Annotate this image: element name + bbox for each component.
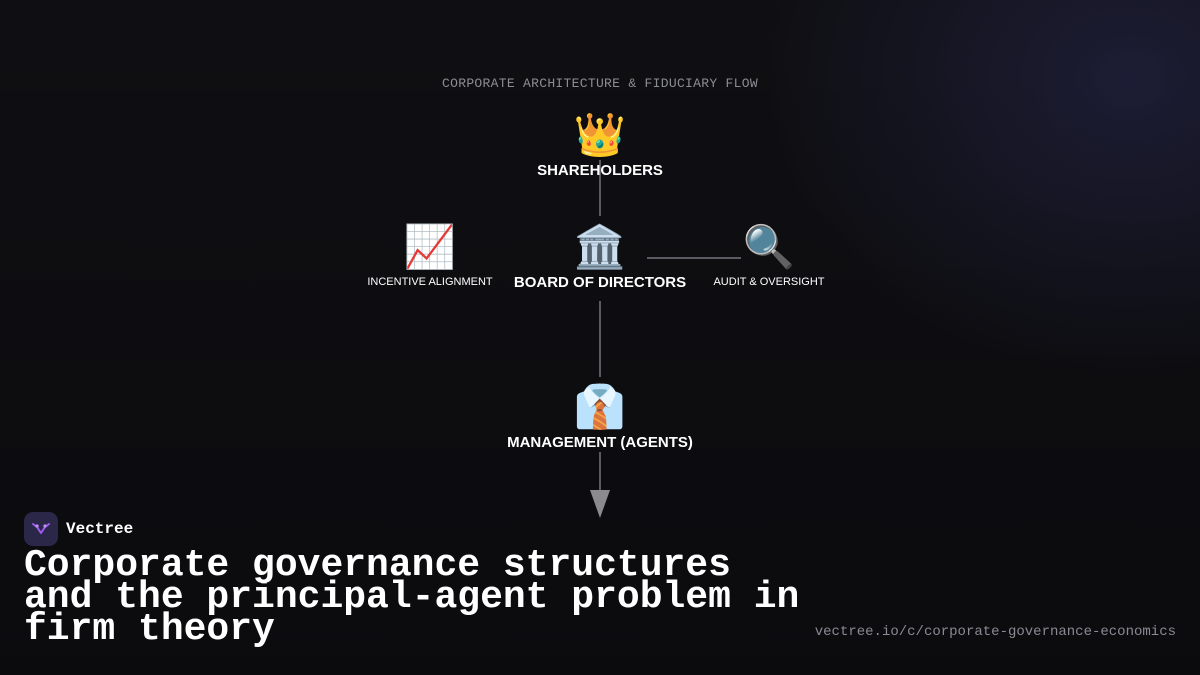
magnifying-glass-icon: 🔍 bbox=[742, 223, 796, 270]
diagram-caption: CORPORATE ARCHITECTURE & FIDUCIARY FLOW bbox=[442, 76, 758, 91]
shareholders-label: SHAREHOLDERS bbox=[537, 162, 663, 179]
vectree-logo-icon bbox=[24, 512, 58, 546]
down-arrow-head bbox=[590, 490, 610, 518]
source-url[interactable]: vectree.io/c/corporate-governance-econom… bbox=[814, 624, 1176, 640]
incentive-label: INCENTIVE ALIGNMENT bbox=[367, 276, 493, 288]
chart-increasing-icon: 📈 bbox=[403, 223, 457, 270]
management-label: MANAGEMENT (AGENTS) bbox=[507, 434, 693, 451]
node-audit-oversight: 🔍 AUDIT & OVERSIGHT bbox=[694, 223, 844, 289]
classical-building-icon: 🏛️ bbox=[573, 223, 627, 270]
brand-name: Vectree bbox=[66, 520, 134, 538]
node-management: 👔 MANAGEMENT (AGENTS) bbox=[480, 383, 720, 452]
board-label: BOARD OF DIRECTORS bbox=[513, 274, 687, 291]
necktie-icon: 👔 bbox=[573, 383, 627, 430]
page-title: Corporate governance structures and the … bbox=[24, 544, 800, 651]
brand[interactable]: Vectree bbox=[24, 512, 133, 546]
node-board-of-directors: 🏛️ BOARD OF DIRECTORS bbox=[480, 223, 720, 292]
node-incentive-alignment: 📈 INCENTIVE ALIGNMENT bbox=[350, 223, 510, 289]
crown-icon: 👑 bbox=[573, 111, 627, 158]
audit-label: AUDIT & OVERSIGHT bbox=[713, 276, 825, 288]
node-shareholders: 👑 SHAREHOLDERS bbox=[500, 111, 700, 180]
